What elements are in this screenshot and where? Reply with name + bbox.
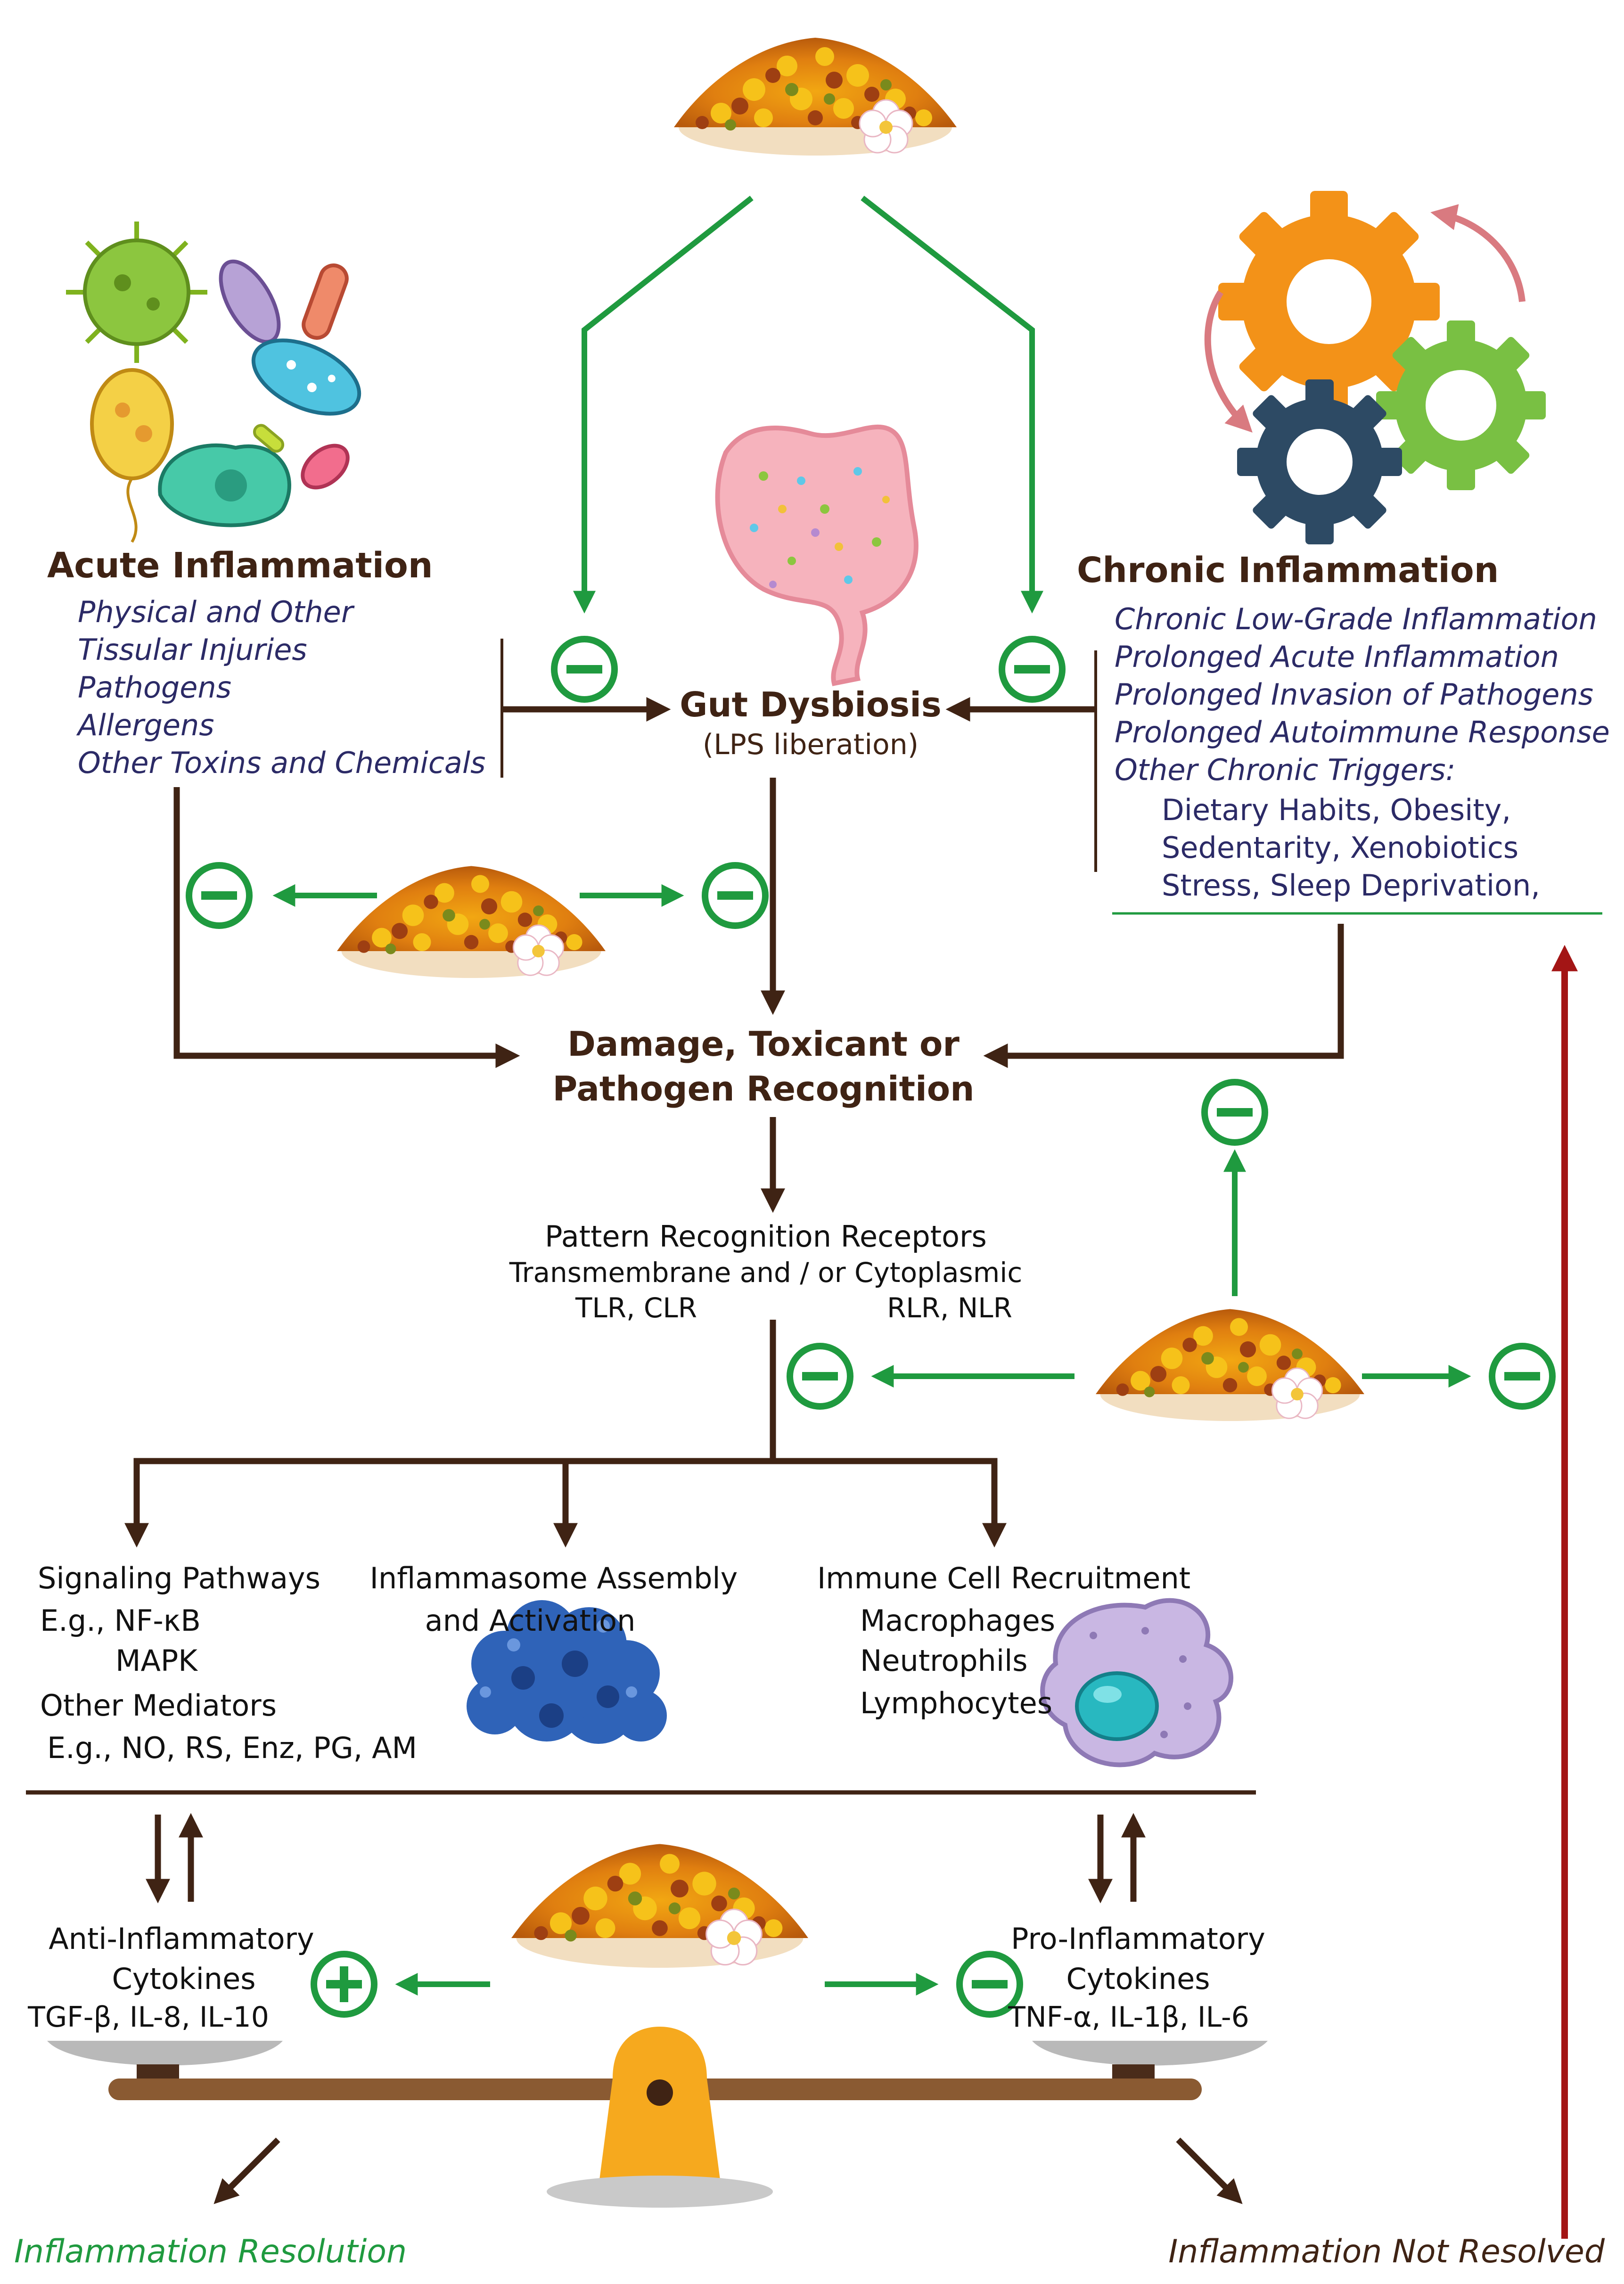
inflammation-resolution-label: Inflammation Resolution [14, 2233, 407, 2270]
pathway-arrows [124, 639, 1344, 2204]
inflammasome-line: and Activation [425, 1603, 636, 1638]
gut-dysbiosis-title: Gut Dysbiosis [680, 685, 941, 724]
signaling-line: E.g., NF-κB [40, 1603, 201, 1638]
chronic-trigger: Prolonged Autoimmune Response [1115, 715, 1610, 749]
intestine-icon [715, 424, 919, 686]
inhibit-symbol [1205, 1082, 1265, 1142]
recognition-title-line2: Pathogen Recognition [553, 1069, 975, 1109]
recognition-title-line1: Damage, Toxicant or [567, 1024, 960, 1064]
inhibit-symbol [554, 639, 615, 699]
inhibit-symbol [1002, 639, 1062, 699]
macrophage-cell-icon [1040, 1598, 1233, 1767]
anti-inflammatory-cytokines: Cytokines [112, 1962, 255, 1996]
stimulate-symbol [314, 1954, 374, 2014]
balance-scale-icon [47, 2027, 1268, 2208]
signaling-block: Signaling Pathways E.g., NF-κB MAPK Othe… [38, 1561, 417, 1765]
immune-cell: Neutrophils [860, 1643, 1028, 1678]
anti-inflammatory-examples: TGF-β, IL-8, IL-10 [27, 2001, 269, 2034]
bee-pollen-pile-icon [336, 865, 607, 979]
bee-pollen-pile-icon [1095, 1308, 1365, 1422]
immune-cell: Lymphocytes [860, 1686, 1052, 1720]
acute-trigger: Tissular Injuries [78, 633, 307, 667]
anti-inflammatory-title: Anti-Inflammatory [49, 1922, 314, 1956]
acute-trigger: Other Toxins and Chemicals [78, 746, 485, 780]
inhibit-symbol [790, 1346, 850, 1406]
prr-title: Pattern Recognition Receptors [545, 1219, 987, 1254]
inhibit-symbol [705, 865, 765, 926]
pro-inflammatory-examples: TNF-α, IL-1β, IL-6 [1008, 2001, 1249, 2034]
acute-trigger: Physical and Other [78, 595, 355, 629]
microbes-icon [66, 222, 361, 543]
inhibit-symbol [1492, 1346, 1552, 1406]
immune-title: Immune Cell Recruitment [817, 1561, 1190, 1595]
bee-pollen-pile-icon [673, 37, 958, 156]
signaling-line: E.g., NO, RS, Enz, PG, AM [47, 1731, 417, 1765]
acute-triggers-list: Physical and Other Tissular Injuries Pat… [76, 595, 485, 780]
inhibit-symbol [189, 865, 249, 926]
chronic-sub-triggers-list: Dietary Habits, Obesity, Sedentarity, Xe… [1162, 793, 1540, 903]
chronic-trigger: Prolonged Invasion of Pathogens [1115, 677, 1593, 712]
chronic-trigger: Chronic Low-Grade Inflammation [1115, 602, 1597, 636]
chronic-trigger: Other Chronic Triggers: [1115, 753, 1455, 787]
inflammasome-line: Inflammasome Assembly [370, 1561, 738, 1595]
acute-trigger: Allergens [76, 708, 214, 742]
inflammasome-protein-icon [467, 1600, 667, 1744]
inflammation-not-resolved-label: Inflammation Not Resolved [1168, 2233, 1605, 2270]
prr-location: Transmembrane and / or Cytoplasmic [509, 1257, 1023, 1289]
bee-pollen-pile-icon [510, 1843, 809, 1969]
chronic-sub-trigger: Dietary Habits, Obesity, [1162, 793, 1511, 827]
acute-trigger: Pathogens [78, 670, 231, 705]
gears-cycle-icon [1204, 191, 1546, 544]
pro-inflammatory-title: Pro-Inflammatory [1011, 1922, 1265, 1956]
chronic-trigger: Prolonged Acute Inflammation [1115, 640, 1559, 674]
inhibition-arrows [272, 196, 1471, 1996]
chronic-triggers-list: Chronic Low-Grade Inflammation Prolonged… [1115, 602, 1610, 787]
prr-cytoplasmic: RLR, NLR [887, 1292, 1012, 1324]
gut-dysbiosis-subtitle: (LPS liberation) [703, 728, 919, 761]
immune-cell: Macrophages [860, 1603, 1055, 1638]
signaling-line: Other Mediators [40, 1688, 277, 1723]
pro-inflammatory-cytokines: Cytokines [1066, 1962, 1210, 1996]
signaling-line: Signaling Pathways [38, 1561, 320, 1595]
chronic-inflammation-title: Chronic Inflammation [1077, 550, 1499, 591]
chronic-sub-trigger: Stress, Sleep Deprivation, [1162, 868, 1540, 903]
chronic-sub-trigger: Sedentarity, Xenobiotics [1162, 830, 1518, 865]
acute-inflammation-title: Acute Inflammation [47, 545, 433, 586]
prr-transmembrane: TLR, CLR [575, 1292, 697, 1324]
signaling-line: MAPK [115, 1643, 198, 1678]
